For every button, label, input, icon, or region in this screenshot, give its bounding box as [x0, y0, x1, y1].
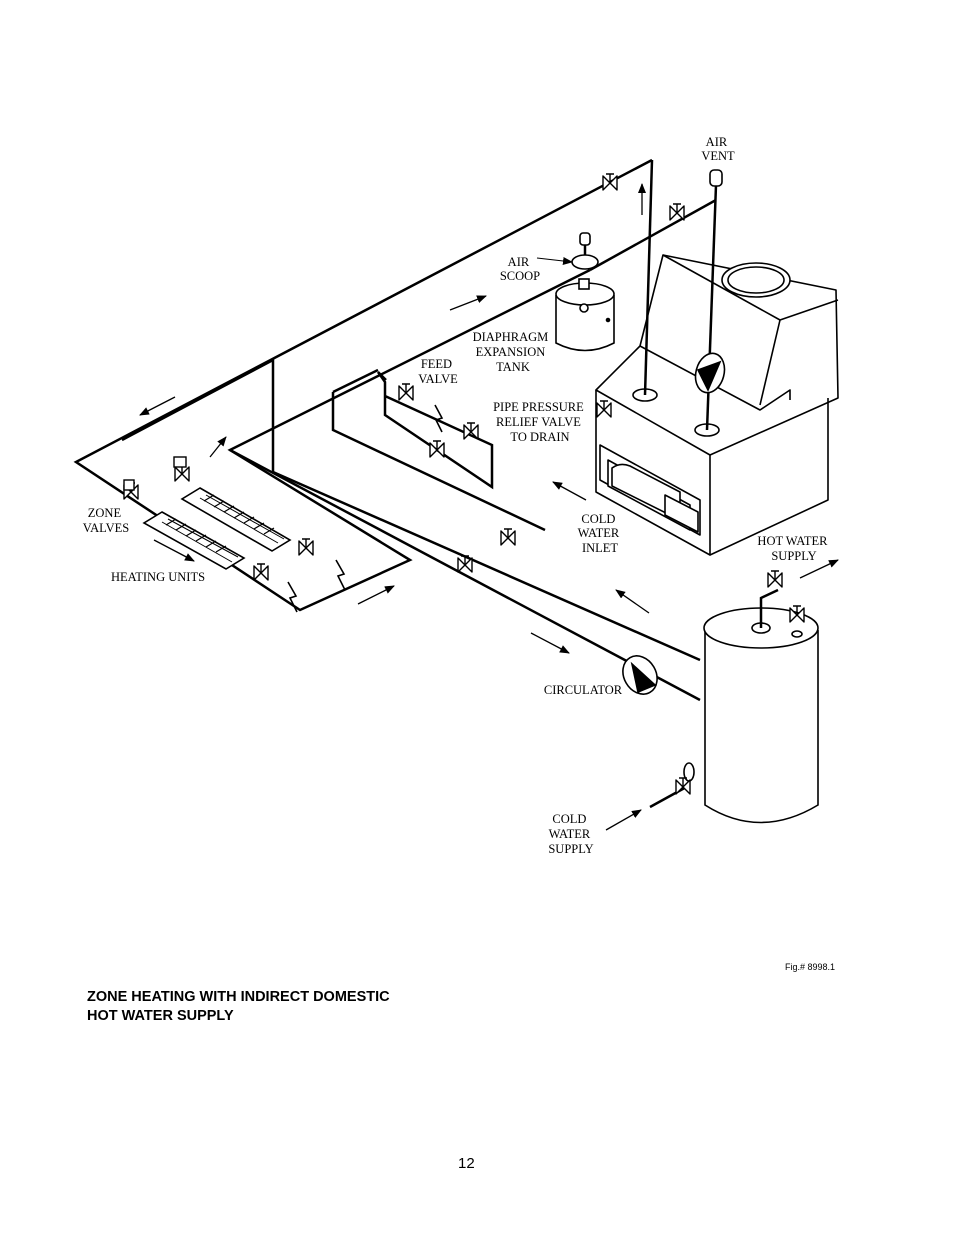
air-vent-label: AIR VENT [701, 135, 735, 163]
hot-water-supply-label: HOT WATER SUPPLY [757, 534, 830, 563]
heating-units-label: HEATING UNITS [111, 570, 205, 584]
circulator-main [622, 655, 658, 695]
expansion-tank [555, 278, 615, 352]
circulator-label: CIRCULATOR [544, 683, 623, 697]
air-scoop [571, 232, 599, 270]
air-scoop-label: AIR SCOOP [500, 255, 540, 283]
indirect-water-heater [683, 607, 819, 824]
air-vent [709, 169, 723, 187]
page-number: 12 [458, 1155, 475, 1172]
heating-unit-2 [142, 511, 246, 570]
flow-arrows [139, 183, 839, 831]
cold-water-supply-label: COLD WATER SUPPLY [548, 812, 593, 856]
check-valves [287, 404, 444, 613]
figure-caption: ZONE HEATING WITH INDIRECT DOMESTIC HOT … [87, 988, 390, 1026]
caption-line-1: ZONE HEATING WITH INDIRECT DOMESTIC [87, 989, 390, 1005]
feed-valve-label: FEED VALVE [418, 357, 458, 386]
circulator-boiler [694, 352, 726, 394]
heating-unit-1 [180, 487, 292, 552]
figure-number: Fig.# 8998.1 [785, 962, 836, 972]
relief-valve-label: PIPE PRESSURE RELIEF VALVE TO DRAIN [493, 400, 587, 444]
boiler [595, 254, 839, 556]
zone-valves [123, 456, 190, 500]
cold-water-inlet-label: COLD WATER INLET [578, 512, 623, 555]
expansion-tank-label: DIAPHRAGM EXPANSION TANK [473, 330, 552, 374]
caption-line-2: HOT WATER SUPPLY [87, 1008, 234, 1024]
supply-main [73, 158, 717, 702]
zone-valves-label: ZONE VALVES [83, 506, 130, 535]
